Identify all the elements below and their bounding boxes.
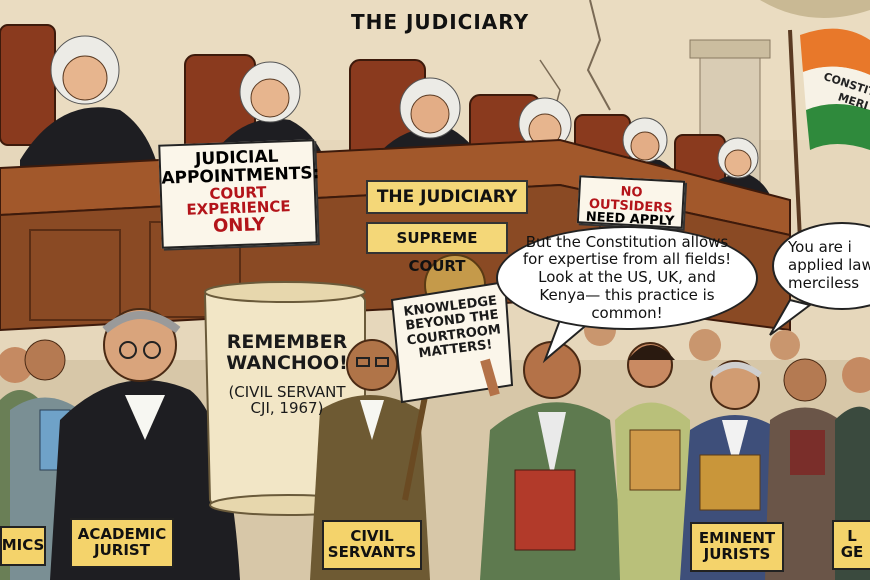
- label-civil-servants-2: SERVANTS: [327, 543, 417, 561]
- scroll-line-4: CJI, 1967): [250, 399, 324, 418]
- label-academics: MICS: [0, 526, 46, 566]
- label-academic-jurist-2: JURIST: [94, 541, 150, 559]
- scroll-line-1: REMEMBER: [226, 331, 348, 353]
- scroll-line-3: (CIVIL SERVANT: [228, 382, 346, 401]
- label-eminent-jurists-2: JURISTS: [703, 545, 771, 563]
- speech-bubble-main-text: But the Constitution allows for expertis…: [522, 232, 732, 322]
- judiciary-plate: THE JUDICIARY: [366, 180, 528, 214]
- label-legal-2: GE: [840, 543, 864, 561]
- label-eminent-jurists-1: EMINENT: [698, 529, 776, 548]
- label-legal: L GE: [832, 520, 870, 570]
- page-title: THE JUDICIARY: [350, 10, 530, 34]
- label-legal-1: L: [847, 527, 857, 546]
- scroll-line-2: WANCHOO!: [226, 351, 348, 374]
- speech-bubble-right-text: You are i applied law merciless: [788, 238, 870, 292]
- label-academic-jurist-1: ACADEMIC: [77, 525, 167, 544]
- appointments-line-4: ONLY: [212, 214, 266, 238]
- label-academic-jurist: ACADEMIC JURIST: [70, 518, 174, 568]
- label-eminent-jurists: EMINENT JURISTS: [690, 522, 784, 572]
- no-outsiders-sign: NO OUTSIDERS NEED APPLY: [576, 175, 686, 230]
- supreme-court-plate: SUPREME COURT: [366, 222, 508, 275]
- label-civil-servants: CIVIL SERVANTS: [322, 520, 422, 570]
- appointments-sign: JUDICIAL APPOINTMENTS: COURT EXPERIENCE …: [158, 139, 320, 249]
- label-civil-servants-1: CIVIL: [350, 527, 394, 546]
- speech-bubble-main: But the Constitution allows for expertis…: [496, 226, 758, 330]
- scroll-text: REMEMBER WANCHOO! (CIVIL SERVANT CJI, 19…: [222, 332, 352, 417]
